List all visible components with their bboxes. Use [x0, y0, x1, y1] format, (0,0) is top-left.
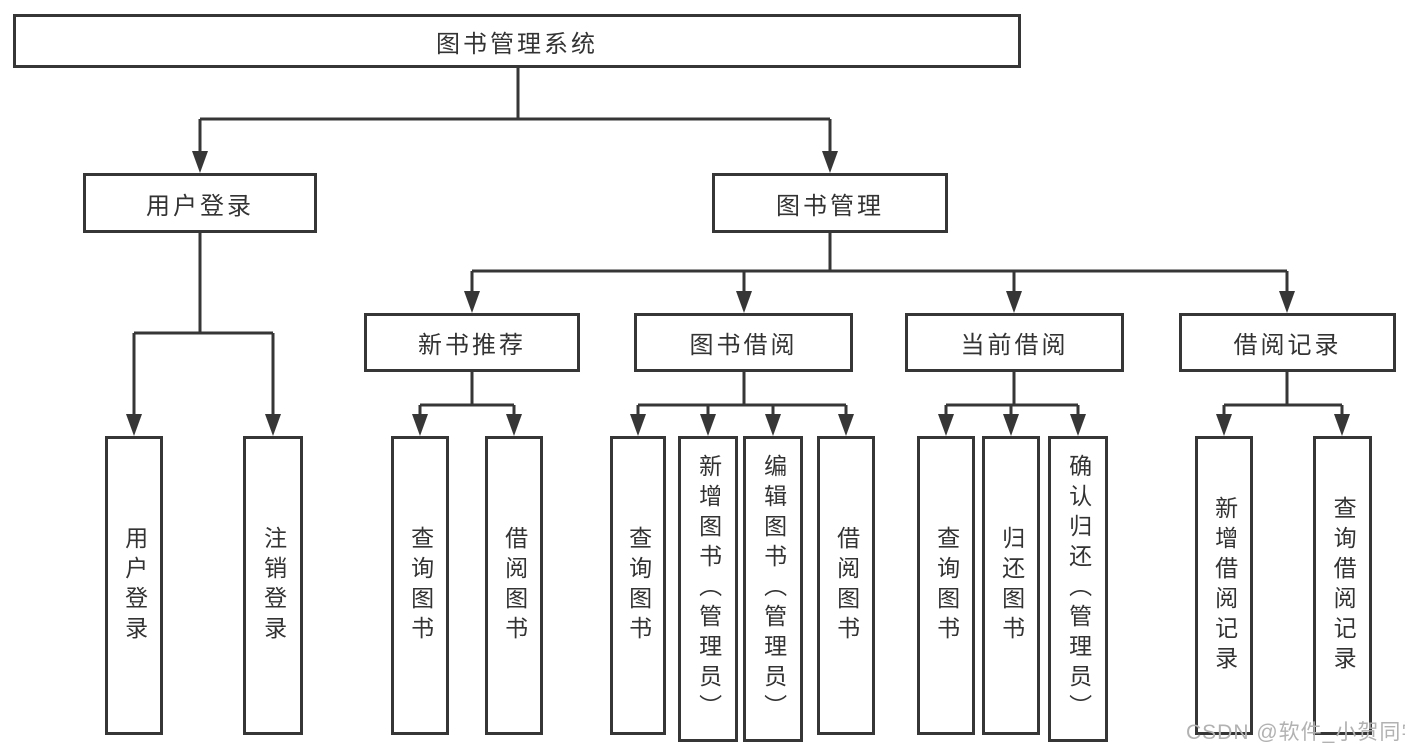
- leaf-borrow-books-label: 借阅图书: [833, 525, 860, 646]
- node-book-management-label: 图书管理: [776, 192, 884, 220]
- leaf-query-books-current-label: 查询图书: [933, 525, 960, 646]
- leaf-borrow-books: 借阅图书: [817, 436, 875, 735]
- leaf-query-books-current: 查询图书: [917, 436, 975, 735]
- leaf-query-borrow-record: 查询借阅记录: [1313, 436, 1372, 735]
- node-root-label: 图书管理系统: [436, 30, 598, 58]
- leaf-query-books-recommend: 查询图书: [391, 436, 449, 735]
- leaf-logout-label: 注销登录: [260, 525, 287, 646]
- leaf-edit-book-admin: 编辑图书（管理员）: [743, 436, 803, 742]
- leaf-user-login: 用户登录: [105, 436, 163, 735]
- leaf-add-book-admin-label: 新增图书（管理员）: [695, 454, 722, 724]
- node-current-borrow: 当前借阅: [905, 313, 1124, 372]
- leaf-query-books-borrow-label: 查询图书: [625, 525, 652, 646]
- node-borrow-records-label: 借阅记录: [1233, 332, 1342, 359]
- csdn-watermark: CSDN @软件_小贺同学: [1186, 721, 1405, 744]
- leaf-edit-book-admin-label: 编辑图书（管理员）: [760, 454, 787, 724]
- leaf-add-book-admin: 新增图书（管理员）: [678, 436, 738, 742]
- node-book-management: 图书管理: [712, 173, 948, 233]
- leaf-user-login-label: 用户登录: [121, 525, 148, 646]
- leaf-borrow-books-recommend: 借阅图书: [485, 436, 543, 735]
- leaf-return-books-label: 归还图书: [998, 525, 1025, 646]
- leaf-query-books-recommend-label: 查询图书: [407, 525, 434, 646]
- leaf-confirm-return-admin: 确认归还（管理员）: [1048, 436, 1108, 742]
- node-borrow-records: 借阅记录: [1179, 313, 1396, 372]
- leaf-query-books-borrow: 查询图书: [610, 436, 666, 735]
- leaf-return-books: 归还图书: [982, 436, 1040, 735]
- node-user-login-label: 用户登录: [146, 192, 254, 220]
- leaf-borrow-books-recommend-label: 借阅图书: [501, 525, 528, 646]
- node-root: 图书管理系统: [13, 14, 1021, 68]
- node-current-borrow-label: 当前借阅: [960, 332, 1069, 359]
- leaf-add-borrow-record: 新增借阅记录: [1195, 436, 1253, 735]
- node-new-book-recommend: 新书推荐: [364, 313, 580, 372]
- node-new-book-recommend-label: 新书推荐: [418, 332, 526, 359]
- node-book-borrow: 图书借阅: [634, 313, 853, 372]
- leaf-logout: 注销登录: [243, 436, 303, 735]
- node-book-borrow-label: 图书借阅: [689, 332, 798, 359]
- leaf-confirm-return-admin-label: 确认归还（管理员）: [1065, 454, 1092, 724]
- node-user-login: 用户登录: [83, 173, 317, 233]
- leaf-add-borrow-record-label: 新增借阅记录: [1211, 495, 1238, 676]
- leaf-query-borrow-record-label: 查询借阅记录: [1330, 495, 1357, 676]
- arrowheads: [126, 151, 1350, 436]
